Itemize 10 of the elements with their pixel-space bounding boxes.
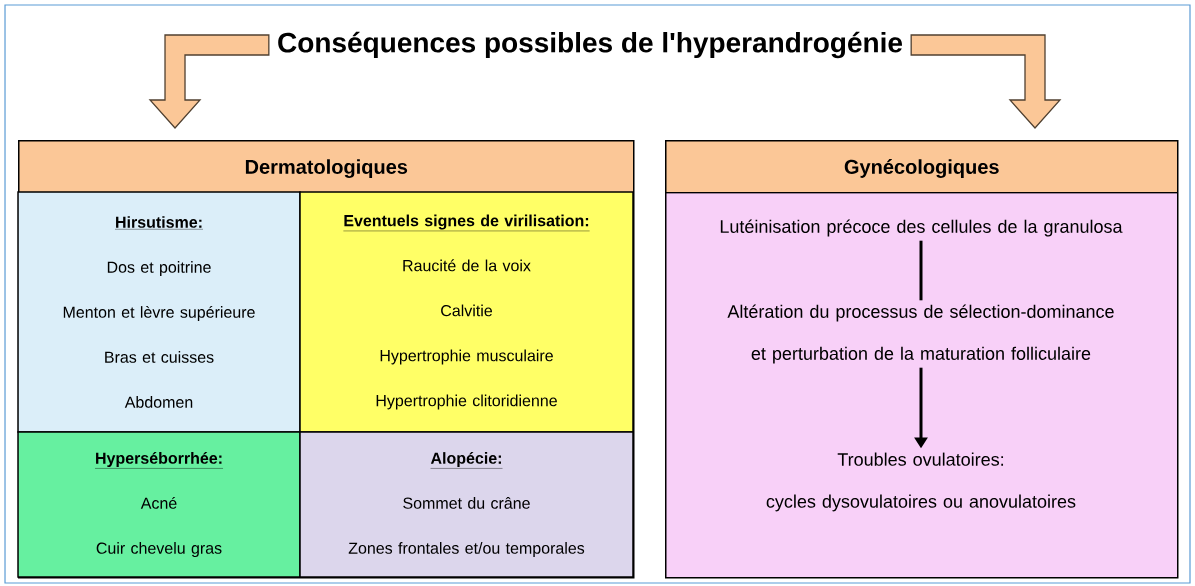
block-arrow [148, 34, 270, 129]
step-text: Lutéinisation précoce des cellules de la granulosa [720, 219, 1123, 237]
table-cell: Hyperséborrhée: Acné Cuir chevelu gras [17, 431, 301, 578]
block-arrow [910, 34, 1062, 129]
table-cell: Hirsutisme: Dos et poitrine Menton et lèvre supérieure Bras et cuisses Abdomen [17, 191, 301, 433]
title: Conséquences possibles de l'hyperandrogénie [278, 31, 902, 59]
table-cell: Eventuels signes de virilisation: Raucité de la voix Calvitie Hypertrophie musculaire Hypertrophie clitoridienne [299, 191, 634, 433]
table-cell: Alopécie: Sommet du crâne Zones frontales et/ou temporales [299, 431, 634, 578]
step-text: Troubles ovulatoires: cycles dysovulatoires ou anovulatoires [766, 452, 1076, 512]
step-text: Altération du processus de sélection-dominance et perturbation de la maturation folliculaire [727, 304, 1114, 364]
